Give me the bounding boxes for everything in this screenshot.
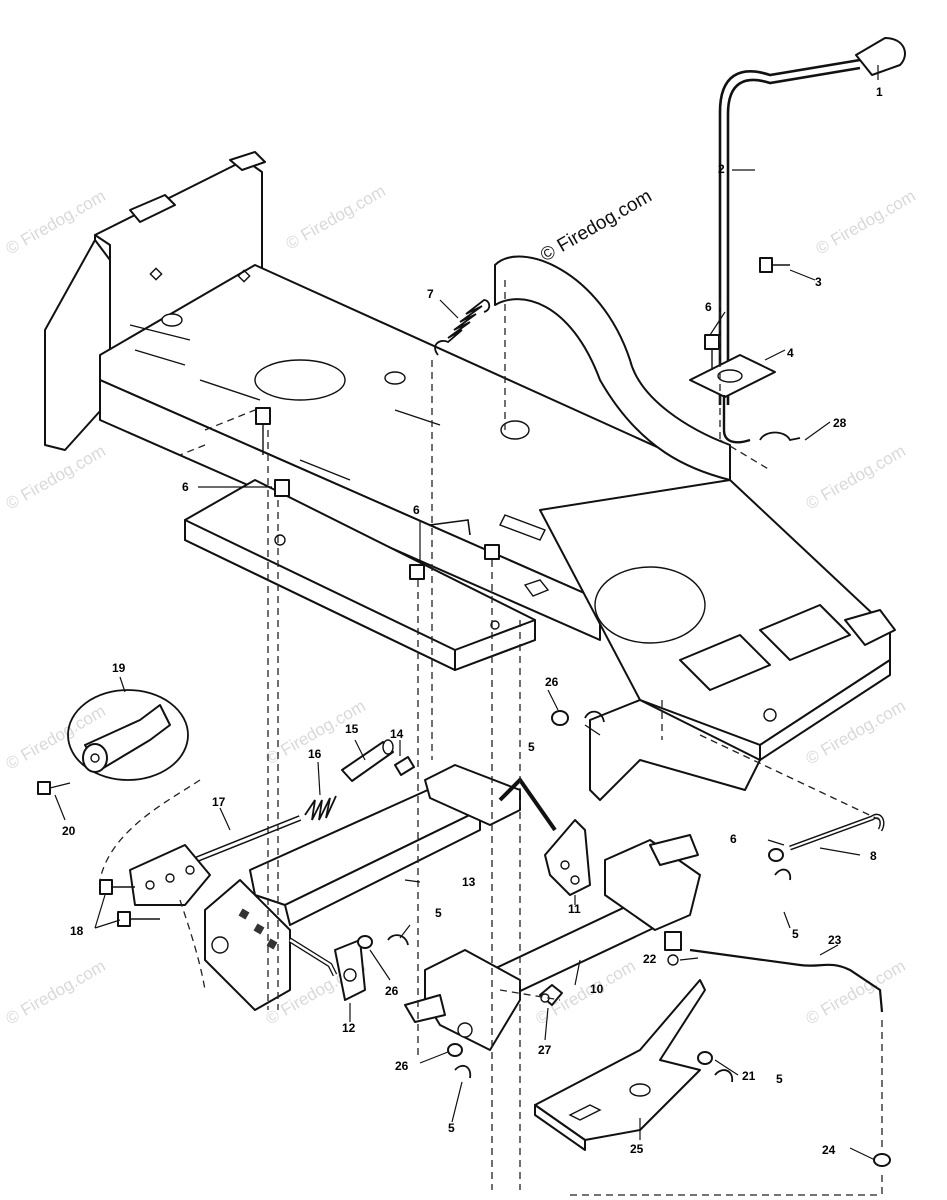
callout-5-a: 5 [528, 740, 535, 754]
assembly-lines [99, 280, 883, 1196]
callout-6-a: 6 [705, 300, 712, 314]
callout-20: 20 [62, 824, 76, 838]
callout-1: 1 [876, 85, 883, 99]
callout-labels: 1 2 3 4 5 5 5 5 5 6 6 6 6 7 8 9 10 11 12… [62, 85, 883, 1157]
callout-28: 28 [833, 416, 847, 430]
callout-27: 27 [538, 1043, 552, 1057]
callout-5-c: 5 [435, 906, 442, 920]
callout-19: 19 [112, 661, 126, 675]
main-frame [44, 151, 896, 801]
callout-10: 10 [590, 982, 604, 996]
pedal-plate [534, 931, 891, 1167]
callout-24: 24 [822, 1143, 836, 1157]
callout-18: 18 [70, 924, 84, 938]
callout-6-b: 6 [182, 480, 189, 494]
watermark-faint: © Firedog.com [3, 956, 109, 1028]
brake-link-and-cross-shaft [404, 710, 701, 1079]
watermark-faint: © Firedog.com [3, 441, 109, 513]
callout-23: 23 [828, 933, 842, 947]
watermark-main: © Firedog.com [537, 186, 656, 267]
pedal-shaft-assembly [99, 739, 521, 1011]
callout-16: 16 [308, 747, 322, 761]
seat-bolts [255, 407, 500, 580]
callout-11: 11 [568, 902, 581, 916]
watermark-faint: © Firedog.com [803, 441, 909, 513]
detail-19-inset [37, 689, 189, 795]
watermark-faint: © Firedog.com [283, 181, 389, 253]
leader-lines [54, 65, 879, 1161]
callout-7: 7 [427, 287, 434, 301]
callout-12: 12 [342, 1021, 356, 1035]
callout-3: 3 [815, 275, 822, 289]
watermark-faint: © Firedog.com [813, 186, 919, 258]
callout-26-a: 26 [545, 675, 559, 689]
callout-6-c: 6 [413, 503, 420, 517]
callout-6-d: 6 [730, 832, 737, 846]
watermark-faint: © Firedog.com [803, 956, 909, 1028]
callout-26-c: 26 [395, 1059, 409, 1073]
callout-4: 4 [787, 346, 794, 360]
callout-13: 13 [462, 875, 476, 889]
shift-lever [689, 37, 906, 444]
rod [768, 813, 885, 881]
callout-22: 22 [643, 952, 657, 966]
callout-14: 14 [390, 727, 404, 741]
callout-5-d: 5 [776, 1072, 783, 1086]
callout-21: 21 [742, 1069, 756, 1083]
callout-5-b: 5 [792, 927, 799, 941]
callout-17: 17 [212, 795, 226, 809]
callout-8: 8 [870, 849, 877, 863]
callout-25: 25 [630, 1142, 644, 1156]
callout-26-b: 26 [385, 984, 399, 998]
seat-plate [184, 479, 536, 671]
callout-15: 15 [345, 722, 359, 736]
callout-2: 2 [718, 162, 725, 176]
callout-5-e: 5 [448, 1121, 455, 1135]
spring [434, 299, 491, 356]
